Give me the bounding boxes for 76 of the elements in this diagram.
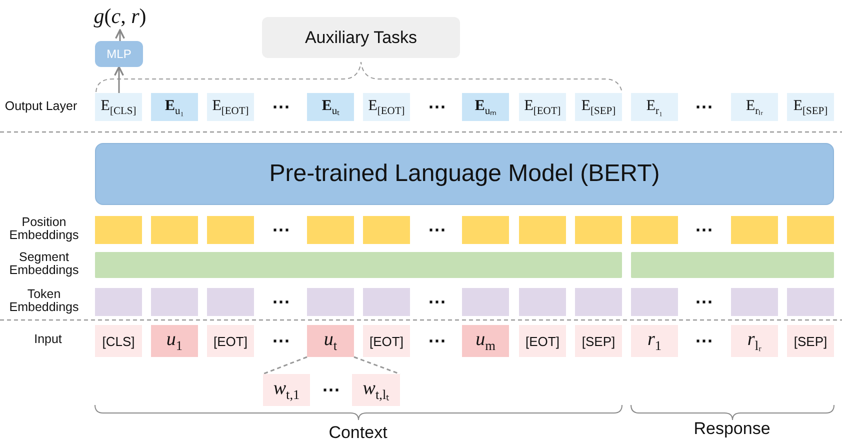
token-embedding-box [575,288,622,316]
input-token-box: w$_{t,lₜ}$ [352,374,400,406]
input-token-box: r$_{lᵣ}$ [731,325,778,357]
row-label: Output Layer [4,98,78,116]
output-embedding-box: E$_{[EOT]}$ [207,93,254,121]
token-embedding-box [731,288,778,316]
position-embedding-box [363,216,410,244]
input-token-box: u$_{t}$ [307,325,354,357]
ellipsis: ⋯ [271,290,291,314]
input-token-box: [EOT] [207,325,254,357]
input-token-box: u$_{1}$ [151,325,198,357]
output-embedding-box: E$_{r₁}$ [631,93,678,121]
row-label: Input [33,331,63,348]
token-embedding-box [95,288,142,316]
model-box: Pre-trained Language Model (BERT) [95,143,834,205]
position-embedding-box [95,216,142,244]
output-embedding-box: E$_{uₘ}$ [462,93,509,121]
output-embedding-box: E$_{rₗᵣ}$ [731,93,778,121]
mlp-box: MLP [95,41,143,67]
row-label: Segment Embeddings [8,248,80,279]
position-embedding-box [575,216,622,244]
output-embedding-box: E$_{[SEP]}$ [787,93,834,121]
input-token-box: [SEP] [787,325,834,357]
token-embedding-box [307,288,354,316]
connector-line [354,356,400,375]
position-embedding-box [631,216,678,244]
position-embedding-box [787,216,834,244]
token-embedding-box [207,288,254,316]
row-label: Position Embeddings [8,214,80,244]
connector-line [262,356,308,375]
ellipsis: ⋯ [694,218,714,242]
ellipsis: ⋯ [694,96,714,119]
input-token-box: [EOT] [363,325,410,357]
position-embedding-box [307,216,354,244]
token-embedding-box [631,288,678,316]
ellipsis: ⋯ [271,218,291,242]
token-embedding-box [519,288,566,316]
ellipsis: ⋯ [427,218,447,242]
task-box: Auxiliary Tasks [262,17,460,58]
ellipsis: ⋯ [694,330,714,353]
input-token-box: [EOT] [519,325,566,357]
token-embedding-box [787,288,834,316]
group-label: Context [328,423,388,443]
input-token-box: u$_{m}$ [462,325,509,357]
output-embedding-box: E$_{[CLS]}$ [95,93,142,121]
segment-embedding-bar [95,252,622,278]
ellipsis: ⋯ [694,290,714,314]
position-embedding-box [462,216,509,244]
position-embedding-box [519,216,566,244]
token-embedding-box [363,288,410,316]
token-embedding-box [462,288,509,316]
ellipsis: ⋯ [427,330,447,353]
output-embedding-box: E$_{uₜ}$ [307,93,354,121]
output-formula: g(c, r) [70,2,170,30]
output-embedding-box: E$_{u₁}$ [151,93,198,121]
arrow [114,29,126,41]
ellipsis: ⋯ [271,96,291,119]
output-embedding-box: E$_{[SEP]}$ [575,93,622,121]
token-embedding-box [151,288,198,316]
output-embedding-box: E$_{[EOT]}$ [363,93,410,121]
ellipsis: ⋯ [321,378,341,402]
position-embedding-box [151,216,198,244]
output-embedding-box: E$_{[EOT]}$ [519,93,566,121]
input-token-box: w$_{t,1}$ [263,374,310,406]
input-token-box: [CLS] [95,325,142,357]
position-embedding-box [731,216,778,244]
arrow [114,66,124,93]
group-label: Response [692,419,772,439]
row-label: Token Embeddings [8,286,80,316]
ellipsis: ⋯ [271,330,291,353]
position-embedding-box [207,216,254,244]
input-token-box: r$_{1}$ [631,325,678,357]
input-token-box: [SEP] [575,325,622,357]
ellipsis: ⋯ [427,290,447,314]
ellipsis: ⋯ [427,96,447,119]
segment-embedding-bar [631,252,834,278]
